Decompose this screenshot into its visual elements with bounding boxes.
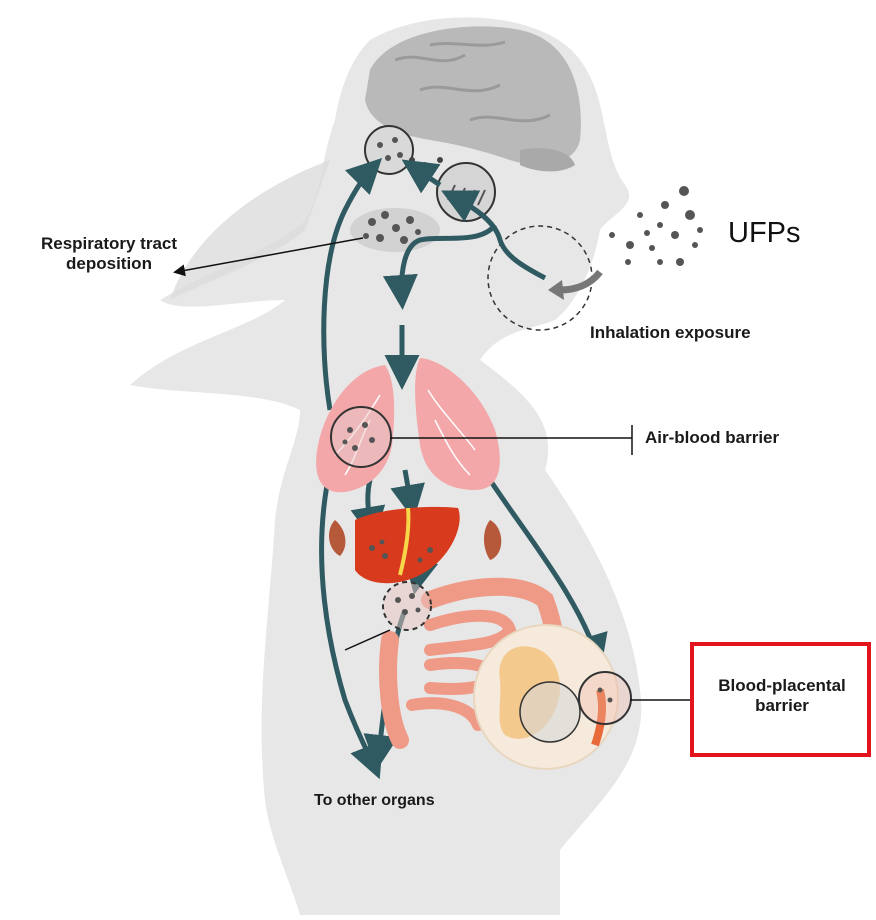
other-organs-label: To other organs bbox=[314, 791, 435, 810]
air-blood-label: Air-blood barrier bbox=[645, 428, 779, 448]
alveoli-circle bbox=[331, 407, 391, 467]
nasal-epithelium-circle bbox=[437, 163, 495, 221]
gut-circle bbox=[383, 582, 431, 630]
respiratory-tract-label: Respiratory tract deposition bbox=[4, 234, 214, 275]
ufps-label: UFPs bbox=[728, 216, 801, 251]
blood-placental-label: Blood-placental barrier bbox=[696, 676, 868, 717]
fetal-detail-circle bbox=[520, 682, 580, 742]
placental-barrier-circle bbox=[579, 672, 631, 724]
inhalation-label: Inhalation exposure bbox=[590, 323, 751, 343]
